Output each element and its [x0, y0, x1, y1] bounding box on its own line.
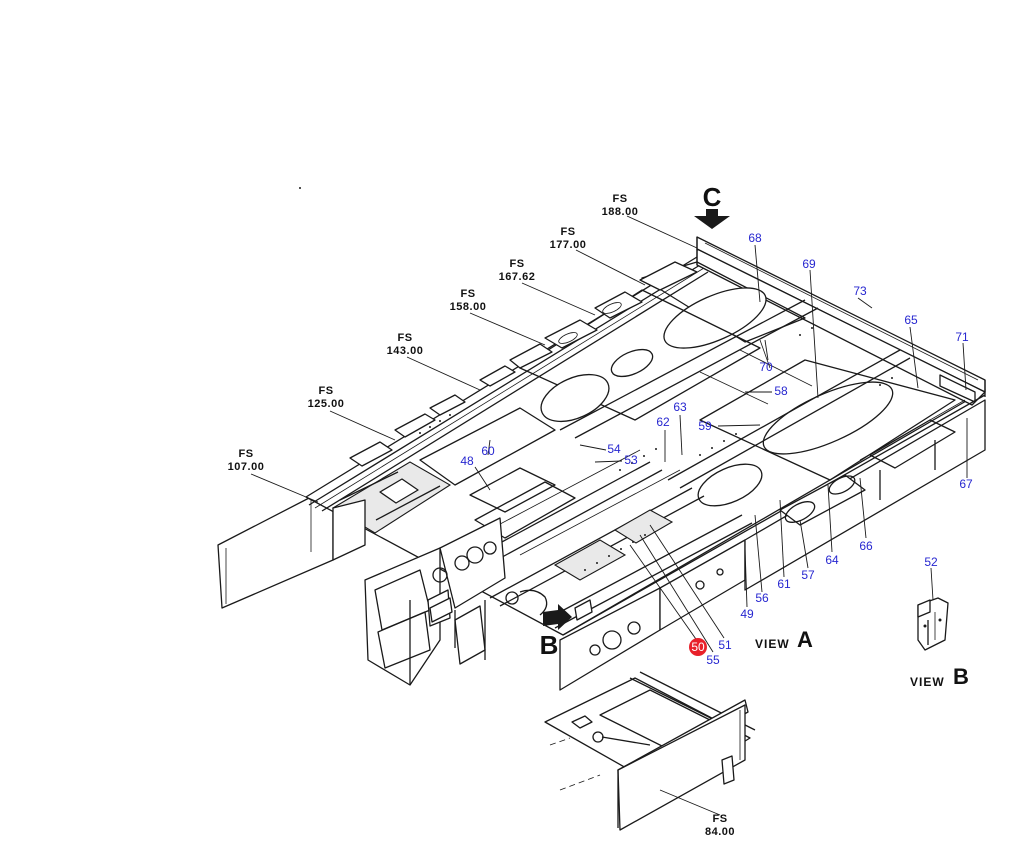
part-ref-55[interactable]: 55	[706, 653, 720, 667]
fs-125-prefix: FS	[318, 385, 333, 397]
fs-158-value: 158.00	[450, 301, 487, 313]
part-ref-56[interactable]: 56	[755, 591, 769, 605]
view-marker-c: C	[703, 182, 722, 212]
part-ref-49[interactable]: 49	[740, 607, 754, 621]
fs-labels: FS 188.00 FS 177.00 FS 167.62 FS 158.00 …	[228, 193, 735, 838]
part-ref-58[interactable]: 58	[774, 384, 788, 398]
view-marker-b: B	[540, 630, 559, 660]
view-b-detail	[917, 597, 949, 651]
part-ref-59[interactable]: 59	[698, 419, 712, 433]
part-ref-60[interactable]: 60	[481, 444, 495, 458]
view-a-letter: A	[797, 627, 813, 652]
part-ref-71[interactable]: 71	[955, 330, 969, 344]
fs-177-prefix: FS	[560, 226, 575, 238]
fs-107-value: 107.00	[228, 461, 265, 473]
part-ref-54[interactable]: 54	[607, 442, 621, 456]
fs-167-value: 167.62	[499, 271, 536, 283]
part-ref-52[interactable]: 52	[924, 555, 938, 569]
view-markers: C B VIEW A VIEW B	[540, 182, 969, 689]
part-ref-68[interactable]: 68	[748, 231, 762, 245]
part-ref-53[interactable]: 53	[624, 453, 638, 467]
fs-167-prefix: FS	[509, 258, 524, 270]
part-ref-66[interactable]: 66	[859, 539, 873, 553]
leader-lines	[250, 215, 968, 816]
part-ref-51[interactable]: 51	[718, 638, 732, 652]
part-ref-62[interactable]: 62	[656, 415, 670, 429]
part-ref-57[interactable]: 57	[801, 568, 815, 582]
part-ref-73[interactable]: 73	[853, 284, 867, 298]
part-ref-50[interactable]: 50	[691, 640, 705, 654]
part-ref-61[interactable]: 61	[777, 577, 791, 591]
fs-84-value: 84.00	[705, 826, 735, 838]
view-a-word: VIEW	[755, 637, 790, 651]
fs-188-value: 188.00	[602, 206, 639, 218]
rivet-row	[419, 327, 893, 571]
part-ref-50-highlight[interactable]: 50	[689, 638, 707, 656]
fs-143-value: 143.00	[387, 345, 424, 357]
fs-177-value: 177.00	[550, 239, 587, 251]
fs-143-prefix: FS	[397, 332, 412, 344]
part-ref-70[interactable]: 70	[759, 360, 773, 374]
view-b-letter: B	[953, 664, 969, 689]
view-b-word: VIEW	[910, 675, 945, 689]
forward-section-drawing	[544, 671, 756, 831]
part-ref-65[interactable]: 65	[904, 313, 918, 327]
fs-84-prefix: FS	[712, 813, 727, 825]
part-references: 68 69 73 65 71 70 58 63 62 59 54 53 60 4…	[460, 231, 973, 667]
fs-158-prefix: FS	[460, 288, 475, 300]
part-ref-67[interactable]: 67	[959, 477, 973, 491]
fs-188-prefix: FS	[612, 193, 627, 205]
part-ref-63[interactable]: 63	[673, 400, 687, 414]
part-ref-48[interactable]: 48	[460, 454, 474, 468]
part-ref-69[interactable]: 69	[802, 257, 816, 271]
part-ref-64[interactable]: 64	[825, 553, 839, 567]
fs-125-value: 125.00	[308, 398, 345, 410]
fs-107-prefix: FS	[238, 448, 253, 460]
highlight-marker	[689, 638, 707, 656]
